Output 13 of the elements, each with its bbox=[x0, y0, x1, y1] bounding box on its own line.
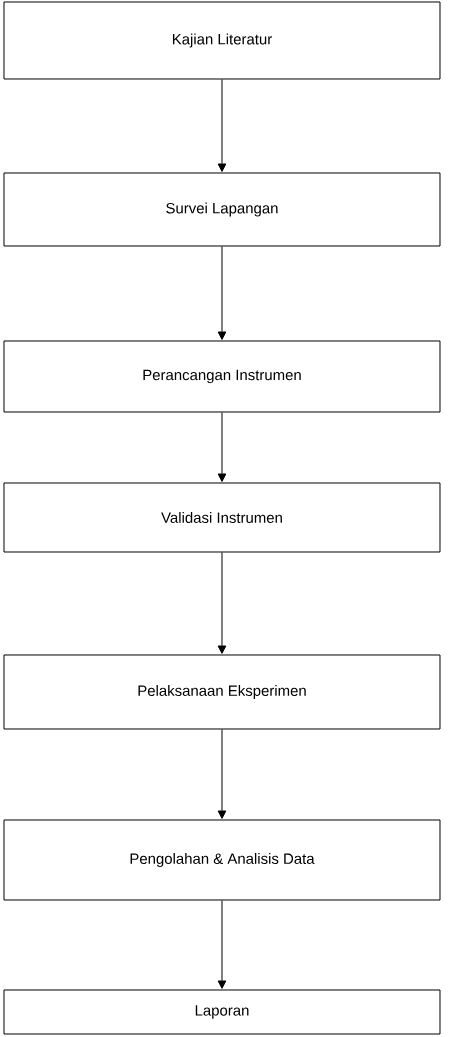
arrow bbox=[217, 552, 227, 654]
arrow bbox=[217, 729, 227, 819]
process-box: Perancangan Instrumen bbox=[3, 340, 441, 413]
arrow bbox=[217, 412, 227, 482]
process-box: Pelaksanaan Eksperimen bbox=[3, 654, 441, 730]
process-box: Survei Lapangan bbox=[3, 172, 441, 247]
arrow bbox=[217, 246, 227, 340]
process-box: Pengolahan & Analisis Data bbox=[3, 819, 441, 901]
process-box: Laporan bbox=[3, 989, 441, 1035]
arrow bbox=[217, 900, 227, 989]
process-box: Validasi Instrumen bbox=[3, 482, 441, 553]
arrow bbox=[217, 79, 227, 172]
process-box: Kajian Literatur bbox=[3, 1, 441, 80]
